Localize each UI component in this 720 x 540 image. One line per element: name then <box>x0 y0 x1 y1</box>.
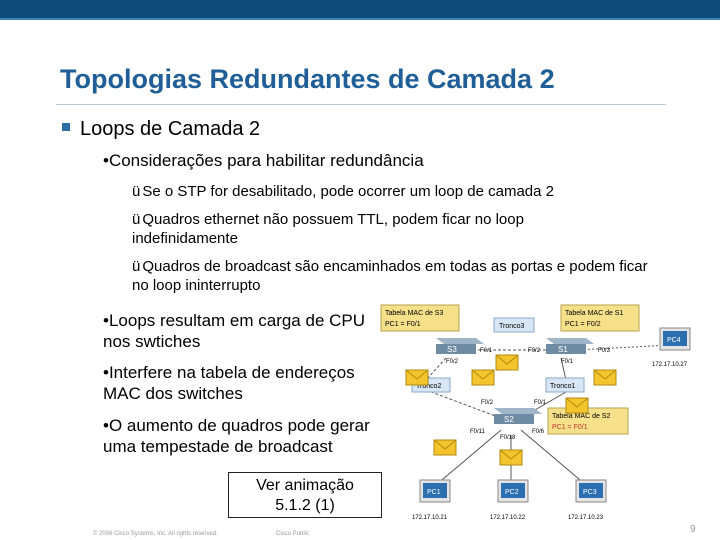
envelope-icon <box>471 369 495 386</box>
main-bullet: Loops de Camada 2 <box>62 118 260 141</box>
pc2-icon: PC2 172.17.10.22 <box>490 479 529 521</box>
trunk-label-3: Tronco3 <box>493 317 535 333</box>
switch-s1-icon: S1 <box>546 338 594 354</box>
main-bullet-text: Loops de Camada 2 <box>80 118 261 140</box>
title-divider <box>56 104 666 105</box>
check-icon: ü <box>132 183 141 200</box>
sub-bullet-considerations: •Considerações para habilitar redundânci… <box>103 151 424 170</box>
trunk-1-text: Tronco1 <box>550 383 576 390</box>
slide-title: Topologias Redundantes de Camada 2 <box>60 64 555 94</box>
check-icon: ü <box>132 258 141 275</box>
square-bullet-icon <box>62 123 70 131</box>
view-animation-label: Ver animação <box>256 477 354 494</box>
mac-table-s3-entry: PC1 = F0/1 <box>385 321 421 328</box>
pc2-label: PC2 <box>505 489 519 496</box>
port-labels: F0/1 F0/2 F0/2 F0/3 F0/1 F0/2 F0/1 F0/11… <box>446 348 611 441</box>
mac-table-s1-entry: PC1 = F0/2 <box>565 321 601 328</box>
mac-table-s1-title: Tabela MAC de S1 <box>565 310 623 317</box>
trunk-label-1: Tronco1 <box>545 377 585 393</box>
bullet-mac-table: •Interfere na tabela de endereços MAC do… <box>103 363 355 403</box>
footer-copyright: © 2006 Cisco Systems, Inc. All rights re… <box>93 531 218 537</box>
port-label: F0/1 <box>561 359 574 365</box>
pc4-icon: PC4 172.17.10.27 <box>652 327 691 368</box>
port-label: F0/2 <box>446 359 459 365</box>
port-label: F0/2 <box>528 348 541 354</box>
port-label: F0/1 <box>534 400 547 406</box>
pc3-label: PC3 <box>583 489 597 496</box>
port-label: F0/6 <box>532 429 545 435</box>
pc1-icon: PC1 172.17.10.21 <box>412 479 451 521</box>
envelope-icon <box>565 397 589 414</box>
header-bar <box>0 0 720 18</box>
port-label: F0/18 <box>500 435 516 441</box>
trunk-3-text: Tronco3 <box>499 323 525 330</box>
switch-s2-icon: S2 <box>494 408 542 424</box>
page-number: 9 <box>690 524 696 535</box>
mac-table-s3: Tabela MAC de S3 PC1 = F0/1 <box>380 304 460 332</box>
broadcast-frames <box>405 354 617 466</box>
pc2-ip: 172.17.10.22 <box>490 515 526 521</box>
switch-s2-label: S2 <box>504 415 514 424</box>
network-topology-diagram: Tabela MAC de S3 PC1 = F0/1 Tabela MAC d… <box>380 304 691 521</box>
view-animation-number: 5.1.2 (1) <box>275 497 335 514</box>
envelope-icon <box>433 439 457 456</box>
footer-classification: Cisco Public <box>276 531 310 537</box>
port-label: F0/11 <box>470 429 486 435</box>
pc3-icon: PC3 172.17.10.23 <box>568 479 607 521</box>
bullet-broadcast-storm: •O aumento de quadros pode gerar uma tem… <box>103 416 370 456</box>
check-item-text: Se o STP for desabilitado, pode ocorrer … <box>142 183 554 200</box>
mac-table-s2-title: Tabela MAC de S2 <box>552 413 610 420</box>
view-animation-button[interactable]: Ver animação 5.1.2 (1) <box>228 472 382 518</box>
envelope-icon <box>499 449 523 466</box>
envelope-icon <box>593 369 617 386</box>
check-icon: ü <box>132 211 141 228</box>
pc3-ip: 172.17.10.23 <box>568 515 604 521</box>
check-item-text: Quadros ethernet não possuem TTL, podem … <box>132 211 524 247</box>
port-label: F0/2 <box>481 400 494 406</box>
switch-s3-icon: S3 <box>436 338 484 354</box>
pc4-ip: 172.17.10.27 <box>652 362 688 368</box>
mac-table-s2-entry: PC1 = F0/1 <box>552 424 588 431</box>
envelope-icon <box>405 369 429 386</box>
pc1-ip: 172.17.10.21 <box>412 515 448 521</box>
port-label: F0/1 <box>480 348 493 354</box>
check-item-text: Quadros de broadcast são encaminhados em… <box>132 258 648 294</box>
switch-s3-label: S3 <box>447 345 457 354</box>
mac-table-s3-title: Tabela MAC de S3 <box>385 310 443 317</box>
switch-s1-label: S1 <box>558 345 568 354</box>
envelope-icon <box>495 354 519 371</box>
header-accent-line <box>0 18 720 20</box>
port-label: F0/3 <box>598 348 611 354</box>
trunk-2-text: Tronco2 <box>416 383 442 390</box>
pc1-label: PC1 <box>427 489 441 496</box>
mac-table-s1: Tabela MAC de S1 PC1 = F0/2 <box>560 304 640 332</box>
bullet-cpu-load: •Loops resultam em carga de CPU nos swti… <box>103 311 366 351</box>
pc4-label: PC4 <box>667 337 681 344</box>
